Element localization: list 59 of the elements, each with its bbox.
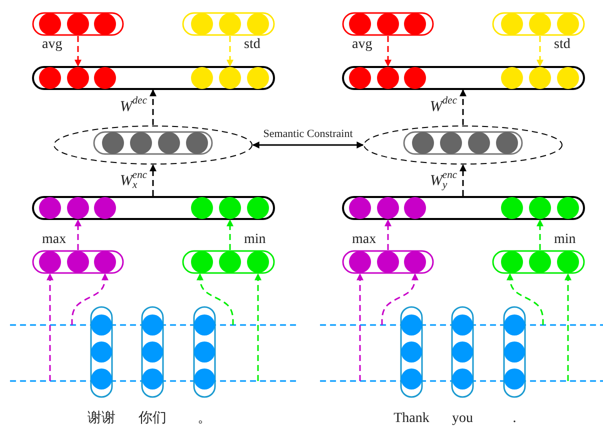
arrow [384,219,392,250]
token-label: 。 [198,411,212,427]
dashed-ellipse [53,125,253,165]
word-vector-column [90,306,113,398]
arrow [460,89,466,125]
vector-label: min [244,232,266,248]
arrow [384,36,392,67]
edge-label: W$^{dec}$ [430,98,457,116]
arrow [74,219,82,250]
vector-bar [492,12,585,36]
vector-bar [182,250,275,274]
word-vector-column [503,306,526,398]
arrow [46,273,54,381]
arrow [226,219,234,250]
arrow [460,164,466,196]
vector-bar [342,196,585,220]
arrow [74,36,82,67]
arrow [150,89,156,125]
vector-bar [32,196,275,220]
vector-bar [182,12,275,36]
arrow [150,164,156,196]
vector-bar [342,66,585,90]
vector-bar [492,250,585,274]
token-label: you [452,411,473,427]
vector-bar [342,250,434,274]
arrow [71,273,108,325]
word-vector-column [141,306,164,398]
arrow [564,273,572,381]
arrow [536,219,544,250]
arrow [356,273,364,381]
word-vector-column [193,306,216,398]
vector-bar [32,12,124,36]
vector-label: min [554,232,576,248]
token-label: . [512,411,516,427]
vector-bar [403,131,523,155]
arrow [506,273,544,325]
arrow [254,273,262,381]
token-label: Thank [394,411,430,427]
arrow [536,36,544,67]
vector-bar [93,131,213,155]
vector-bar [342,12,434,36]
vector-label: std [244,37,260,53]
token-label: 你们 [138,411,166,427]
token-label: 谢谢 [88,411,116,427]
arrow [381,273,418,325]
vector-label: max [42,232,66,248]
dashed-ellipse [363,125,563,165]
word-vector-column [451,306,474,398]
vector-label: max [352,232,376,248]
vector-label: std [554,37,570,53]
edge-label: W$^{dec}$ [120,98,147,116]
arrow [226,36,234,67]
word-vector-column [400,306,423,398]
vector-bar [32,250,124,274]
vector-bar [32,66,275,90]
arrow [196,273,234,325]
vector-label: avg [42,37,62,53]
arrow [252,142,364,148]
vector-label: avg [352,37,372,53]
